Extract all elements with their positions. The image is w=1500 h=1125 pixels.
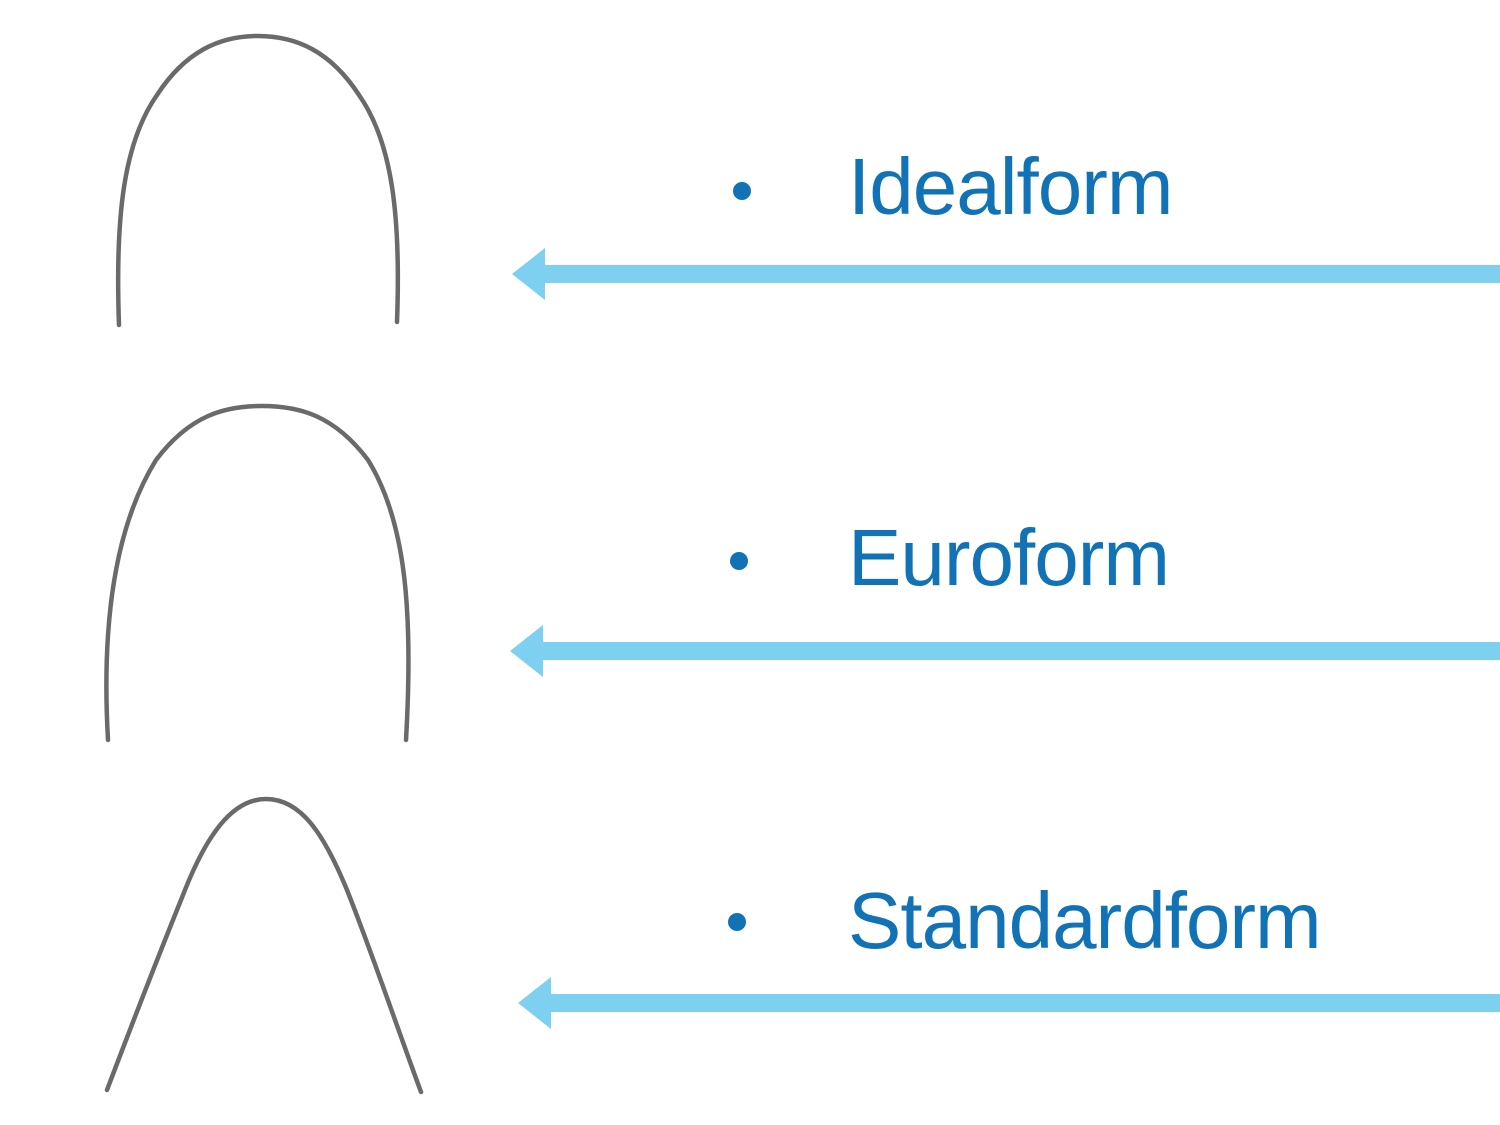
left-arrow-icon xyxy=(512,248,1500,300)
euroform-archwire-image xyxy=(104,403,411,743)
arch-form-label-idealform: Idealform xyxy=(848,142,1173,231)
arch-form-label-euroform: Euroform xyxy=(848,513,1170,602)
bullet-icon xyxy=(733,182,751,200)
left-arrow-icon xyxy=(510,625,1500,677)
bullet-icon xyxy=(730,552,748,570)
idealform-archwire-image xyxy=(115,33,401,328)
left-arrow-icon xyxy=(518,977,1500,1029)
arch-form-label-standardform: Standardform xyxy=(848,876,1322,965)
bullet-icon xyxy=(728,913,746,931)
standardform-archwire-image xyxy=(104,796,424,1095)
